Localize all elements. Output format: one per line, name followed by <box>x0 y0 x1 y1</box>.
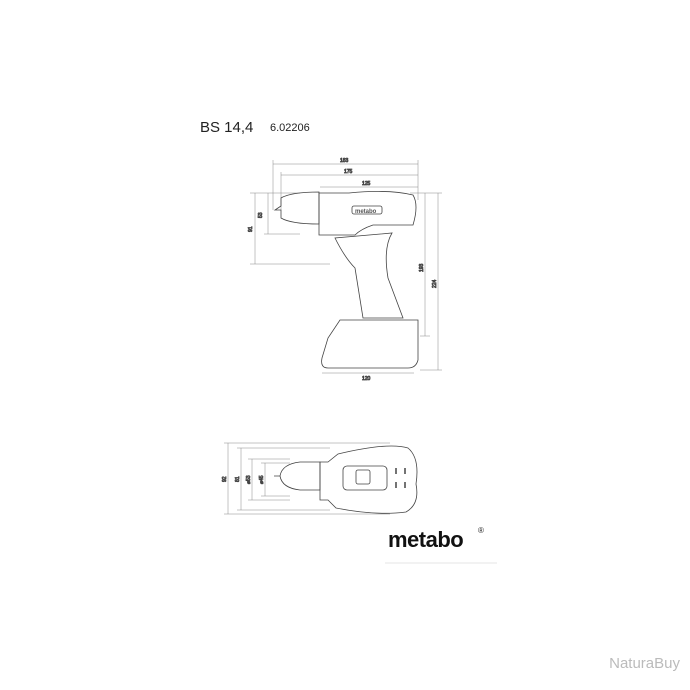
watermark: NaturaBuy <box>609 655 680 672</box>
dim-92: 92 <box>222 476 228 482</box>
brand-logo: metabo <box>388 527 464 552</box>
dim-125: 125 <box>362 181 371 187</box>
dim-224: 224 <box>432 279 438 288</box>
registered-mark: ® <box>478 526 484 535</box>
dim-dia-53: ⌀53 <box>246 475 252 484</box>
dim-183: 183 <box>340 158 349 164</box>
dim-193: 193 <box>419 263 425 272</box>
dim-175: 175 <box>344 169 353 175</box>
dim-dia-45: ⌀45 <box>259 475 265 484</box>
dim-120: 120 <box>362 376 371 382</box>
side-view: 183 175 125 53 91 193 224 120 metabo <box>248 158 442 382</box>
dim-81: 81 <box>235 476 241 482</box>
dim-91: 91 <box>248 226 254 232</box>
dim-53: 53 <box>258 212 264 218</box>
model-name: BS 14,4 <box>200 119 254 136</box>
top-view: 92 81 ⌀53 ⌀45 <box>222 442 418 515</box>
body-logo: metabo <box>355 209 377 215</box>
article-number: 6.02206 <box>270 122 310 134</box>
